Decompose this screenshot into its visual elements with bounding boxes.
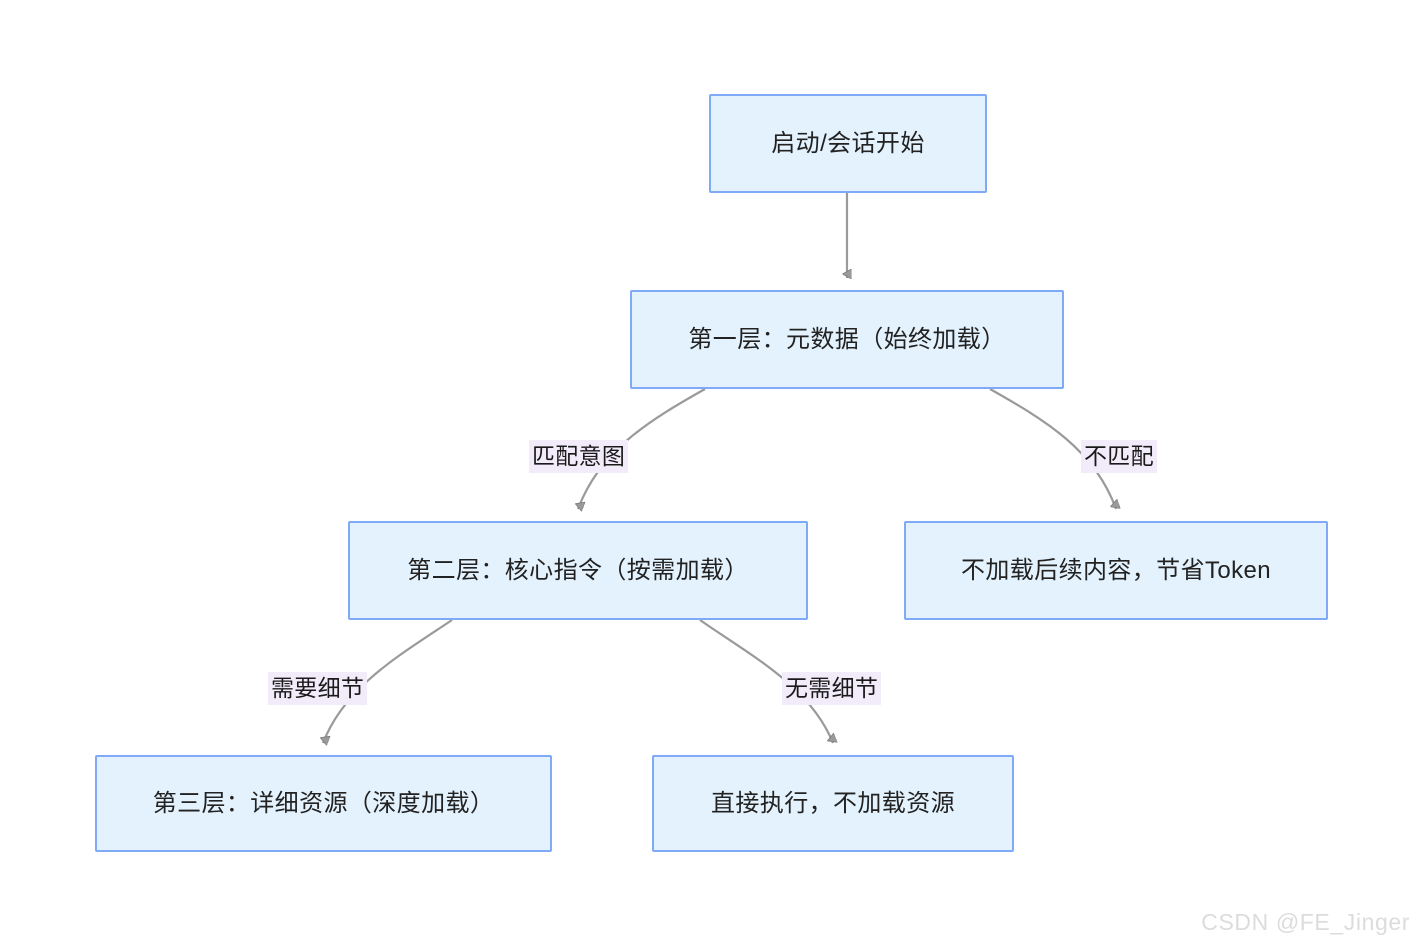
node-direct-execute[interactable]: 直接执行，不加载资源 [652,755,1014,852]
edge-label-no-need-detail: 无需细节 [782,672,882,705]
node-start-label: 启动/会话开始 [771,129,925,157]
watermark: CSDN @FE_Jinger [1201,909,1410,935]
node-layer-three[interactable]: 第三层：详细资源（深度加载） [95,755,552,852]
node-layer-two-label: 第二层：核心指令（按需加载） [407,556,749,584]
node-start[interactable]: 启动/会话开始 [709,94,987,193]
edge-label-need-detail: 需要细节 [268,672,368,705]
node-layer-three-label: 第三层：详细资源（深度加载） [152,789,495,817]
node-skip-loading-label: 不加载后续内容，节省Token [960,556,1272,584]
edge-label-match-intent: 匹配意图 [529,440,629,473]
node-layer-two[interactable]: 第二层：核心指令（按需加载） [348,521,808,620]
node-layer-one[interactable]: 第一层：元数据（始终加载） [630,290,1064,389]
edge-label-no-match: 不匹配 [1081,440,1157,473]
node-layer-one-label: 第一层：元数据（始终加载） [688,325,1006,353]
node-direct-execute-label: 直接执行，不加载资源 [711,789,955,817]
node-skip-loading[interactable]: 不加载后续内容，节省Token [904,521,1328,620]
